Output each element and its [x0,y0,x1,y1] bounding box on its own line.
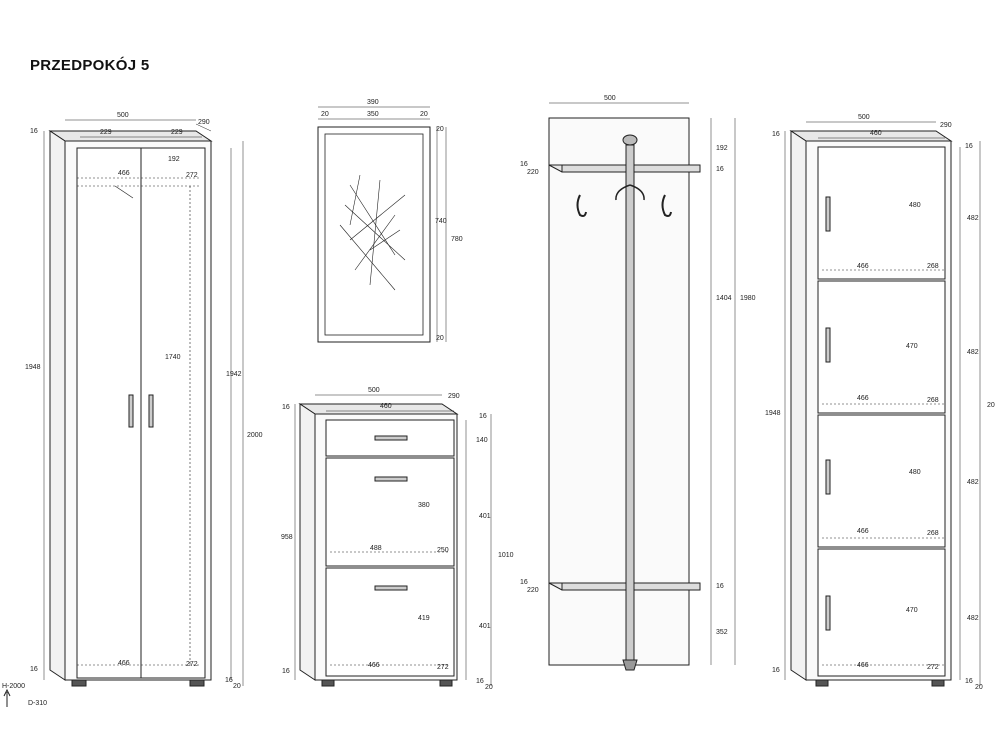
footer-legend: H-2000 D-310 [2,683,47,707]
height-label: H-2000 [2,683,25,690]
dim-label: 272 [186,172,198,179]
dim-label: 20 [436,126,444,133]
dim-label: 401 [479,513,491,520]
dim-label: 16 [476,678,484,685]
dim-label: 500 [368,387,380,394]
dim-label: 20 [321,111,329,118]
dim-label: 20 [436,335,444,342]
dim-label: 460 [380,403,392,410]
dim-label: 290 [198,119,210,126]
depth-label: D-310 [28,700,47,707]
dim-label: 1942 [226,371,242,378]
dim-label: 229 [171,129,183,136]
tall-cabinet-dimensions: 500 290 460 16 16 480 482 466 268 470 48… [765,114,995,691]
dim-label: 140 [476,437,488,444]
dim-label: 268 [927,530,939,537]
dim-label: 268 [927,263,939,270]
dim-label: 352 [716,629,728,636]
dim-label: 272 [437,664,449,671]
dim-label: 16 [965,678,973,685]
dim-label: 16 [965,143,973,150]
dim-label: 16 [520,579,528,586]
dim-label: 20 [975,684,983,691]
dim-label: 466 [118,660,130,667]
shoe-cabinet-drawing [294,394,492,687]
dim-label: 401 [479,623,491,630]
dim-label: 290 [448,393,460,400]
dim-label: 272 [186,661,198,668]
dim-label: 16 [772,667,780,674]
dim-label: 350 [367,111,379,118]
dim-label: 192 [168,156,180,163]
dim-label: 470 [906,343,918,350]
dim-label: 268 [927,397,939,404]
hanger-drawing [548,102,736,671]
tall-cabinet-drawing [784,121,981,687]
dim-label: 272 [927,664,939,671]
dim-label: 482 [967,615,979,622]
dim-label: 500 [858,114,870,121]
dim-label: 16 [225,677,233,684]
mirror-dimensions: 390 20 350 20 20 740 780 20 [321,99,463,342]
dim-label: 16 [30,666,38,673]
dim-label: 466 [857,528,869,535]
dim-label: 500 [604,95,616,102]
dim-label: 482 [967,479,979,486]
dim-label: 192 [716,145,728,152]
dim-label: 229 [100,129,112,136]
dim-label: 16 [282,404,290,411]
dim-label: 482 [967,349,979,356]
dim-label: 780 [451,236,463,243]
dim-label: 20 [420,111,428,118]
dim-label: 1010 [498,552,514,559]
dim-label: 1740 [165,354,181,361]
dim-label: 488 [370,545,382,552]
dim-label: 20 [485,684,493,691]
dim-label: 500 [117,112,129,119]
dim-label: 482 [967,215,979,222]
dim-label: 1404 [716,295,732,302]
dim-label: 466 [857,263,869,270]
dim-label: 1948 [25,364,41,371]
dim-label: 958 [281,534,293,541]
dim-label: 16 [520,161,528,168]
dim-label: 480 [909,469,921,476]
mirror-drawing [317,106,447,343]
page-title: PRZEDPOKÓJ 5 [30,57,150,74]
dim-label: 16 [282,668,290,675]
dim-label: 419 [418,615,430,622]
dim-label: 16 [30,128,38,135]
dim-label: 20 [987,402,995,409]
dim-label: 220 [527,169,539,176]
dim-label: 380 [418,502,430,509]
dim-label: 740 [435,218,447,225]
dim-label: 466 [857,662,869,669]
dim-label: 16 [716,166,724,173]
dim-label: 2000 [247,432,263,439]
dim-label: 250 [437,547,449,554]
dim-label: 460 [870,130,882,137]
dim-label: 16 [716,583,724,590]
dim-label: 480 [909,202,921,209]
dim-label: 1980 [740,295,756,302]
hanger-dimensions: 500 16 220 192 16 1404 1980 16 220 16 35… [520,95,756,636]
dim-label: 466 [368,662,380,669]
dim-label: 1948 [765,410,781,417]
dim-label: 220 [527,587,539,594]
dim-label: 466 [118,170,130,177]
wardrobe-drawing [43,119,244,687]
dim-label: 290 [940,122,952,129]
dim-label: 20 [233,683,241,690]
dim-label: 390 [367,99,379,106]
wardrobe-dimensions: 500 290 229 229 16 192 466 272 1948 1740… [25,112,263,690]
dim-label: 16 [479,413,487,420]
arrow-up-icon [3,688,11,697]
dim-label: 470 [906,607,918,614]
shoe-cabinet-dimensions: 500 290 460 16 16 140 958 380 401 488 25… [281,387,514,691]
dim-label: 16 [772,131,780,138]
dim-label: 466 [857,395,869,402]
